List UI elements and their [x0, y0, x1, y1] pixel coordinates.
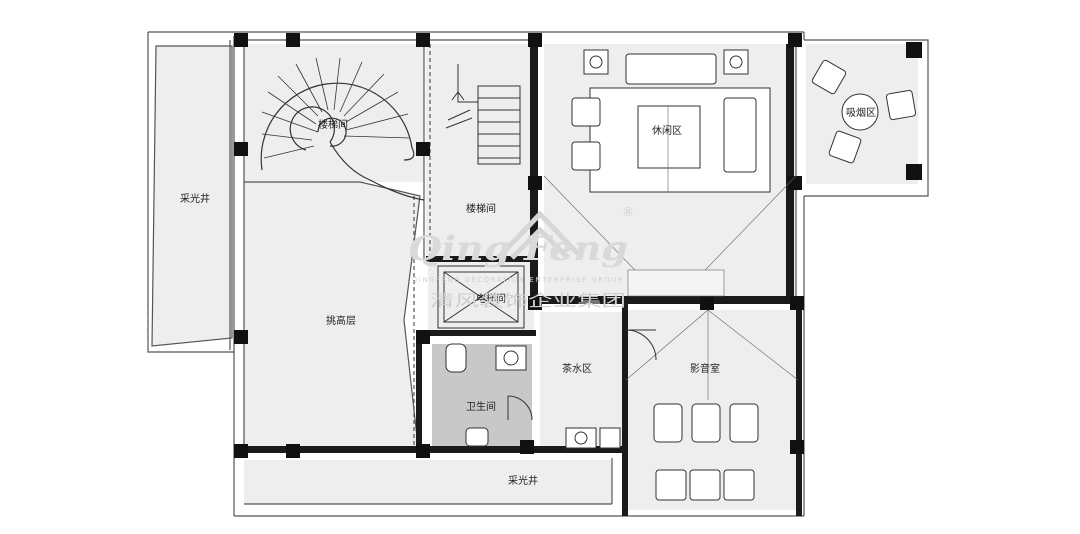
label-bathroom: 卫生间: [466, 400, 496, 413]
tea-fixtures: [565, 329, 657, 449]
straight-staircase: [445, 64, 521, 165]
watermark-chinese: 清风装饰企业集团: [430, 291, 626, 310]
label-lightwell-bottom: 采光井: [508, 474, 538, 487]
elevator-shaft: [437, 265, 525, 329]
watermark-roof-icon: [496, 210, 584, 260]
lounge-furniture: [571, 49, 771, 193]
label-tea: 茶水区: [562, 362, 592, 375]
floor-tea: [540, 312, 624, 448]
label-spiral-stair: 楼梯间: [318, 118, 348, 131]
label-theater: 影音室: [690, 362, 720, 375]
watermark-subtitle: QINGFENG DECORATION ENTERPRISE GROUP: [412, 276, 624, 284]
label-lounge: 休闲区: [652, 124, 682, 137]
floor-double-height: [244, 182, 420, 446]
floor-lightwell-bottom: [244, 460, 612, 504]
spiral-staircase: [260, 57, 425, 201]
smoking-furniture: [811, 59, 917, 164]
label-stair: 楼梯间: [466, 202, 496, 215]
bathroom-fixtures: [445, 343, 533, 447]
label-smoking: 吸烟区: [846, 106, 876, 119]
floor-spiral-stair: [244, 44, 424, 182]
theater-furniture: [653, 403, 759, 501]
watermark-logo: Qing Feng: [408, 229, 628, 269]
floor-stair: [426, 44, 534, 260]
columns: [234, 33, 922, 458]
lounge-diagonals: [543, 106, 797, 297]
theater-diagonals: [625, 309, 799, 400]
label-lightwell-left: 采光井: [180, 192, 210, 205]
label-elevator: 电梯间: [476, 292, 506, 305]
watermark: Qing Feng ® QINGFENG DECORATION ENTERPRI…: [408, 205, 634, 310]
watermark-registered: ®: [622, 205, 634, 219]
floor-lightwell-left: [152, 46, 232, 346]
label-double-height: 挑高层: [326, 314, 356, 327]
